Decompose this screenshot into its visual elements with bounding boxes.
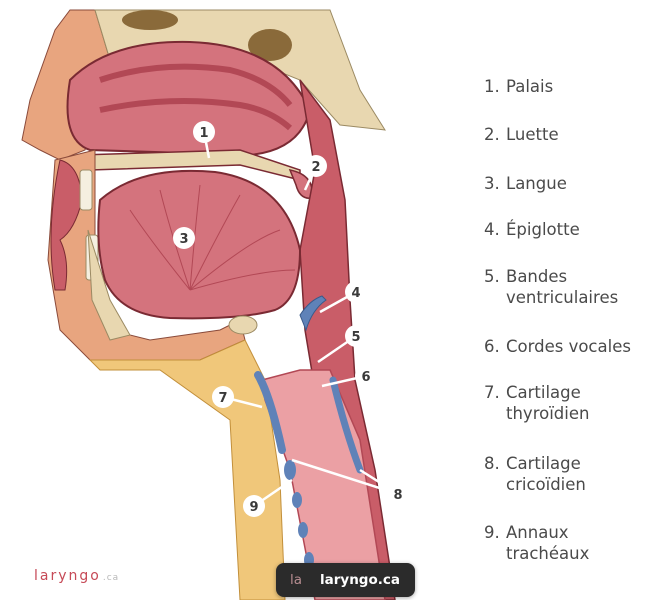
legend-item: 7.Cartilage thyroïdien [484,382,589,424]
legend-item: 4.Épiglotte [484,219,580,240]
svg-text:3: 3 [179,232,188,247]
label-pin-1: 1 [193,121,215,143]
svg-text:9: 9 [249,500,258,515]
label-pin-3: 3 [173,227,195,249]
legend-item: 9.Annaux trachéaux [484,522,589,564]
legend-item: 3.Langue [484,173,567,194]
label-pin-8: 8 [387,483,409,505]
svg-text:7: 7 [218,391,227,406]
svg-text:5: 5 [351,330,360,345]
watermark-logo: laryngo.ca [34,568,119,584]
cricoid-cartilage [284,460,296,480]
label-pin-5: 5 [345,325,367,347]
svg-text:1: 1 [199,126,208,141]
hyoid-bone [229,316,257,334]
label-pin-7: 7 [212,386,234,408]
sinus-cavity [122,10,178,30]
tracheal-ring [292,492,302,508]
label-pin-2: 2 [305,155,327,177]
upper-teeth [80,170,92,210]
svg-text:2: 2 [311,160,320,175]
legend-item: 2.Luette [484,124,559,145]
legend-item: 1.Palais [484,76,553,97]
label-pin-6: 6 [355,365,377,387]
label-pin-9: 9 [243,495,265,517]
legend-item: 5.Bandes ventriculaires [484,266,618,308]
legend-item: 6.Cordes vocales [484,336,631,357]
legend-item: 8.Cartilage cricoïdien [484,453,586,495]
tracheal-ring [298,522,308,538]
toast-ghost-text: la [290,563,302,597]
source-link-toast[interactable]: la laryngo.ca [276,563,415,597]
svg-text:6: 6 [361,370,370,385]
svg-text:8: 8 [393,488,402,503]
toast-site-link[interactable]: laryngo.ca [320,563,400,597]
label-pin-4: 4 [345,281,367,303]
svg-text:4: 4 [351,286,360,301]
